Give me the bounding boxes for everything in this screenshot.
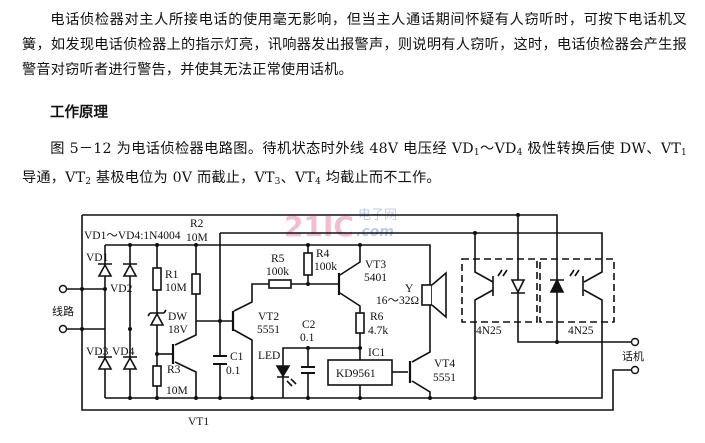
line-terminal-bottom[interactable] (58, 324, 68, 334)
label-vt2-value: 5551 (257, 324, 280, 336)
label-r4-value: 100k (314, 261, 337, 273)
ic1-chip (327, 359, 393, 386)
label-ic1: IC1 (368, 347, 386, 359)
text-seg: 导通，VT (22, 170, 86, 186)
text-seg: 均截止而不工作。 (321, 170, 441, 186)
watermark-logo: 21IC 电子网 .com (284, 208, 397, 243)
zener-dw-icon (147, 309, 167, 326)
label-r2: R2 (190, 218, 204, 230)
bridge-diodes (97, 263, 167, 370)
phone-label: 话机 (622, 349, 644, 363)
intro-paragraph: 电话侦检器对主人所接电话的使用毫无影响，但当主人通话期间怀疑有人窃听时，可按下电… (22, 8, 687, 83)
diode-note: VD1～VD4:1N4004 (84, 230, 181, 242)
resistor-r5-icon (268, 279, 292, 289)
line-label: 线路 (52, 304, 74, 318)
optocoupler-1 (461, 258, 538, 323)
label-vt4-value: 5551 (433, 372, 456, 384)
label-r4: R4 (316, 248, 330, 260)
label-r3: R3 (167, 364, 181, 376)
label-c2: C2 (302, 319, 316, 331)
transistors (171, 273, 412, 383)
capacitor-c2-icon (301, 366, 315, 374)
label-opto1: 4N25 (476, 325, 502, 337)
label-vt1: VT1 (188, 416, 209, 428)
label-c1: C1 (230, 351, 244, 363)
line-terminal-top[interactable] (58, 284, 68, 294)
phone-terminal-top[interactable] (630, 337, 640, 347)
label-r5: R5 (271, 253, 285, 265)
label-r2-value: 10M (186, 232, 208, 244)
label-dw-value: 18V (168, 324, 189, 336)
diode-vd1-icon (97, 263, 113, 277)
label-vd4: VD4 (112, 346, 135, 358)
resistor-r4-icon (303, 252, 313, 276)
junction-dots (80, 213, 559, 400)
subscript: 2 (85, 177, 92, 187)
led-icon (275, 365, 297, 387)
resistor-r6-icon (355, 312, 365, 334)
label-dw: DW (168, 311, 187, 323)
resistors (152, 252, 365, 387)
text-seg: 、VT (280, 170, 316, 186)
diode-vd4-icon (122, 356, 138, 370)
label-vt3: VT3 (365, 259, 386, 271)
label-y-value: 16～32Ω (376, 295, 419, 307)
label-led: LED (258, 350, 280, 362)
diode-vd3-icon (97, 356, 113, 370)
subscript: 4 (315, 177, 321, 187)
text-seg: ～VD (479, 141, 517, 157)
section-heading: 工作原理 (50, 105, 108, 121)
label-r1: R1 (165, 269, 179, 281)
text-seg: 基极电位为 0V 而截止，VT (91, 170, 275, 186)
label-r6: R6 (370, 311, 384, 323)
label-vd1: VD1 (86, 252, 109, 264)
subscript: 1 (681, 148, 687, 158)
text-seg: 图 5－12 为电话侦检器电路图。待机状态时外线 48V 电压经 VD (50, 141, 474, 157)
label-c2-value: 0.1 (300, 332, 315, 344)
text-seg: 极性转换后使 DW、VT (522, 141, 682, 157)
resistor-r1-icon (152, 267, 162, 291)
label-opto2: 4N25 (568, 325, 594, 337)
label-vt2: VT2 (258, 311, 279, 323)
label-ic1-value: KD9561 (336, 368, 376, 380)
subscript: 3 (274, 177, 281, 187)
intro-text: 电话侦检器对主人所接电话的使用毫无影响，但当主人通话期间怀疑有人窃听时，可按下电… (22, 12, 687, 78)
label-r3-value: 10M (166, 385, 188, 397)
label-c1-value: 0.1 (226, 365, 241, 377)
capacitors (213, 355, 315, 374)
optocoupler-2 (539, 258, 615, 323)
label-r5-value: 100k (266, 266, 289, 278)
capacitor-c1-icon (213, 355, 227, 365)
diode-vd2-icon (122, 263, 138, 277)
label-r6-value: 4.7k (368, 325, 388, 337)
label-vd2: VD2 (110, 283, 133, 295)
subscript: 1 (473, 148, 480, 158)
label-y: Y (405, 283, 414, 295)
resistor-r3-icon (152, 365, 162, 387)
phone-terminals[interactable] (630, 337, 640, 375)
component-labels: VD1～VD4:1N4004 线路 话机 VD1 VD2 VD3 VD4 R1 … (52, 218, 644, 428)
line-terminals[interactable] (58, 284, 68, 334)
label-vd3: VD3 (86, 346, 109, 358)
label-vt3-value: 5401 (364, 272, 387, 284)
principle-paragraph: 图 5－12 为电话侦检器电路图。待机状态时外线 48V 电压经 VD1～VD4… (22, 137, 687, 195)
opto2-led-icon (549, 278, 565, 293)
phone-terminal-bottom[interactable] (630, 365, 640, 375)
watermark-com: .com (356, 224, 394, 240)
opto1-led-icon (510, 279, 526, 294)
speaker-icon (421, 271, 447, 319)
label-vt4: VT4 (434, 358, 455, 370)
label-r1-value: 10M (165, 282, 187, 294)
resistor-r2-icon (191, 273, 201, 295)
subscript: 4 (516, 148, 523, 158)
